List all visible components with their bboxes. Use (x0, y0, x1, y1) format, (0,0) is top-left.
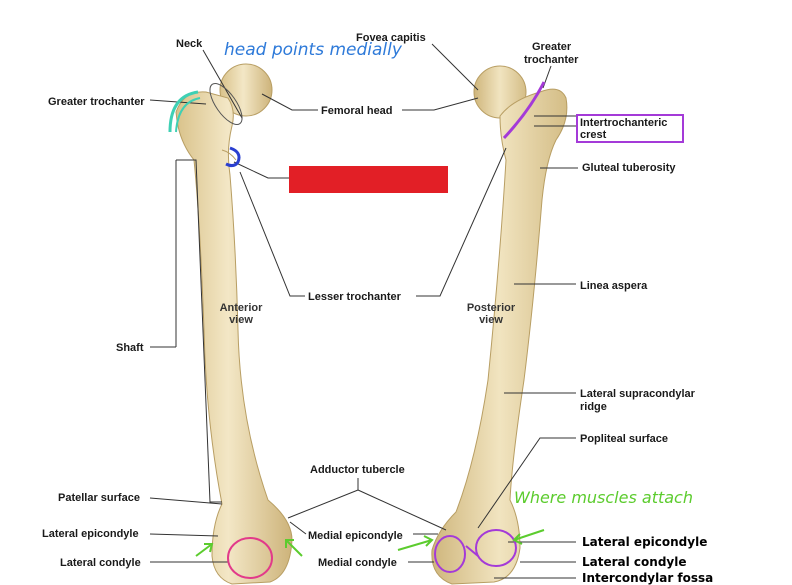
anterior-caption-line1: Anterior (219, 302, 263, 314)
intertrochanteric-highlight-box (576, 114, 684, 143)
purple-connector (465, 545, 479, 557)
label-lateral-epicondyle-right: Lateral epicondyle (582, 535, 708, 549)
label-greater-trochanter-left: Greater trochanter (48, 96, 145, 108)
color-annotations (168, 81, 546, 579)
label-femoral-head: Femoral head (321, 105, 393, 117)
label-neck: Neck (176, 38, 203, 50)
teal-trochanter-mark-2 (175, 97, 201, 133)
neck-outline (209, 83, 243, 125)
label-shaft: Shaft (116, 342, 144, 354)
label-medial-epicondyle: Medial epicondyle (308, 530, 403, 542)
label-lateral-supracondylar-2: ridge (580, 401, 607, 413)
label-linea-aspera: Linea aspera (580, 280, 648, 292)
label-lateral-epicondyle-left: Lateral epicondyle (42, 528, 139, 540)
label-fovea-capitis: Fovea capitis (356, 32, 426, 44)
posterior-view-caption: Posterior view (460, 302, 522, 326)
label-lateral-condyle-left: Lateral condyle (60, 557, 141, 569)
label-intercondylar-fossa: Intercondylar fossa (582, 571, 714, 585)
head-note: head points medially (224, 40, 402, 60)
teal-trochanter-mark (168, 90, 199, 133)
label-gluteal-tuberosity: Gluteal tuberosity (582, 162, 676, 174)
posterior-femur (431, 65, 568, 585)
purple-lateral-condyle-circle (475, 529, 517, 567)
green-arrows (195, 529, 545, 557)
posterior-caption-line2: view (479, 314, 503, 326)
muscle-note: Where muscles attach (514, 488, 693, 507)
label-patellar-surface: Patellar surface (58, 492, 140, 504)
purple-medial-condyle-circle (434, 535, 466, 573)
posterior-caption-line1: Posterior (466, 302, 516, 314)
anterior-view-caption: Anterior view (214, 302, 268, 326)
blue-lesser-trochanter-mark (225, 146, 241, 168)
anterior-lesser-trochanter-shape (221, 149, 237, 161)
anterior-caption-line2: view (229, 314, 253, 326)
label-lateral-condyle-right: Lateral condyle (582, 555, 687, 569)
posterior-femur-shaft (431, 88, 568, 585)
label-lesser-trochanter: Lesser trochanter (308, 291, 401, 303)
redaction-box (289, 166, 448, 193)
label-popliteal-surface: Popliteal surface (580, 433, 669, 445)
label-medial-condyle: Medial condyle (318, 557, 397, 569)
label-greater-trochanter-right-1: Greater (532, 41, 572, 53)
label-adductor-tubercle: Adductor tubercle (310, 464, 405, 476)
leader-lines (149, 43, 578, 579)
label-greater-trochanter-right-2: trochanter (524, 54, 579, 66)
label-intertrochanteric-1: Intertrochanteric (580, 117, 668, 129)
purple-crest-mark (502, 81, 546, 140)
pink-patellar-circle (227, 537, 273, 579)
label-lateral-supracondylar-1: Lateral supracondylar (580, 388, 695, 400)
label-intertrochanteric-2: crest (580, 129, 607, 141)
